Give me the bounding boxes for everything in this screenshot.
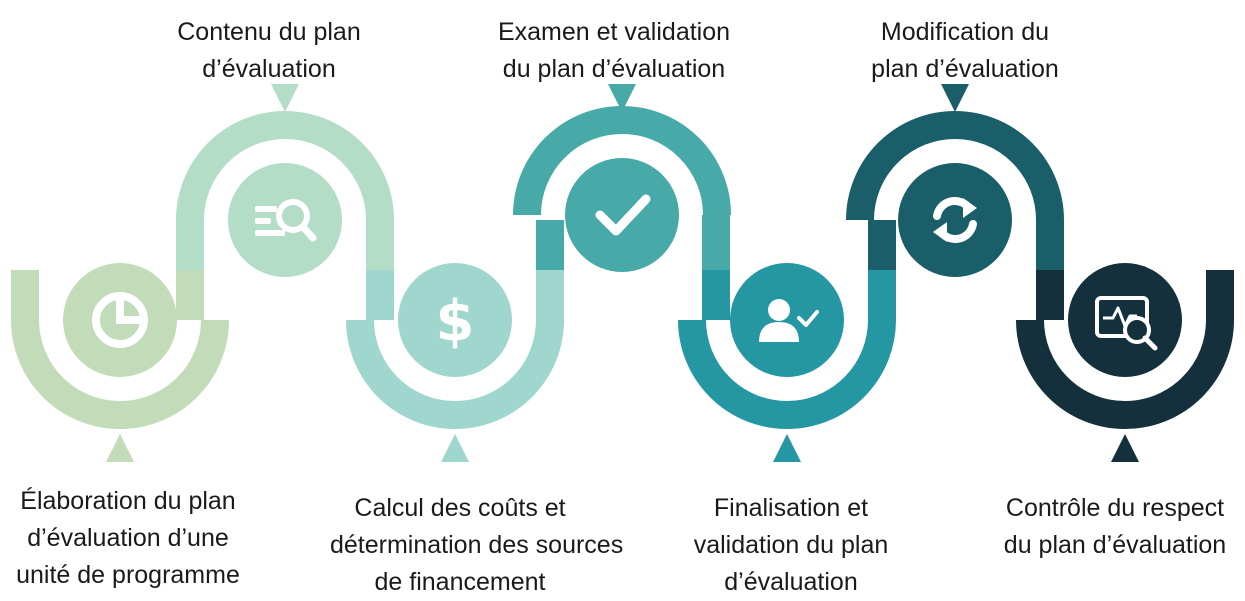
svg-text:$: $: [436, 289, 475, 354]
track-arc-7: [1016, 319, 1234, 429]
track-arc-4: [513, 106, 731, 216]
step-5-circle: [730, 263, 844, 377]
track-arc-6: [846, 111, 1064, 221]
step-7-circle: [1068, 263, 1182, 377]
track-arc-3: [346, 319, 564, 429]
search-list-icon: [255, 199, 317, 242]
user-check-icon: [759, 299, 819, 342]
refresh-icon: [933, 197, 977, 243]
step-5-marker: [773, 434, 801, 462]
track-arc-5: [678, 319, 896, 429]
pie-chart-icon: [92, 292, 148, 348]
step-6-marker: [941, 84, 969, 112]
step-6-circle: [898, 163, 1012, 277]
step-4-marker: [608, 84, 636, 112]
step-1-marker: [106, 434, 134, 462]
step-7-marker: [1111, 434, 1139, 462]
checkmark-icon: [595, 194, 651, 236]
step-2-marker: [271, 84, 299, 112]
step-3-circle: [398, 263, 512, 377]
step-3-marker: [441, 434, 469, 462]
track-arc-2: [176, 111, 394, 221]
monitor-search-icon: [1095, 296, 1158, 351]
dollar-icon: $: [436, 289, 475, 354]
track-arc-1: [11, 319, 229, 429]
step-4-circle: [565, 158, 679, 272]
step-2-circle: [228, 163, 342, 277]
